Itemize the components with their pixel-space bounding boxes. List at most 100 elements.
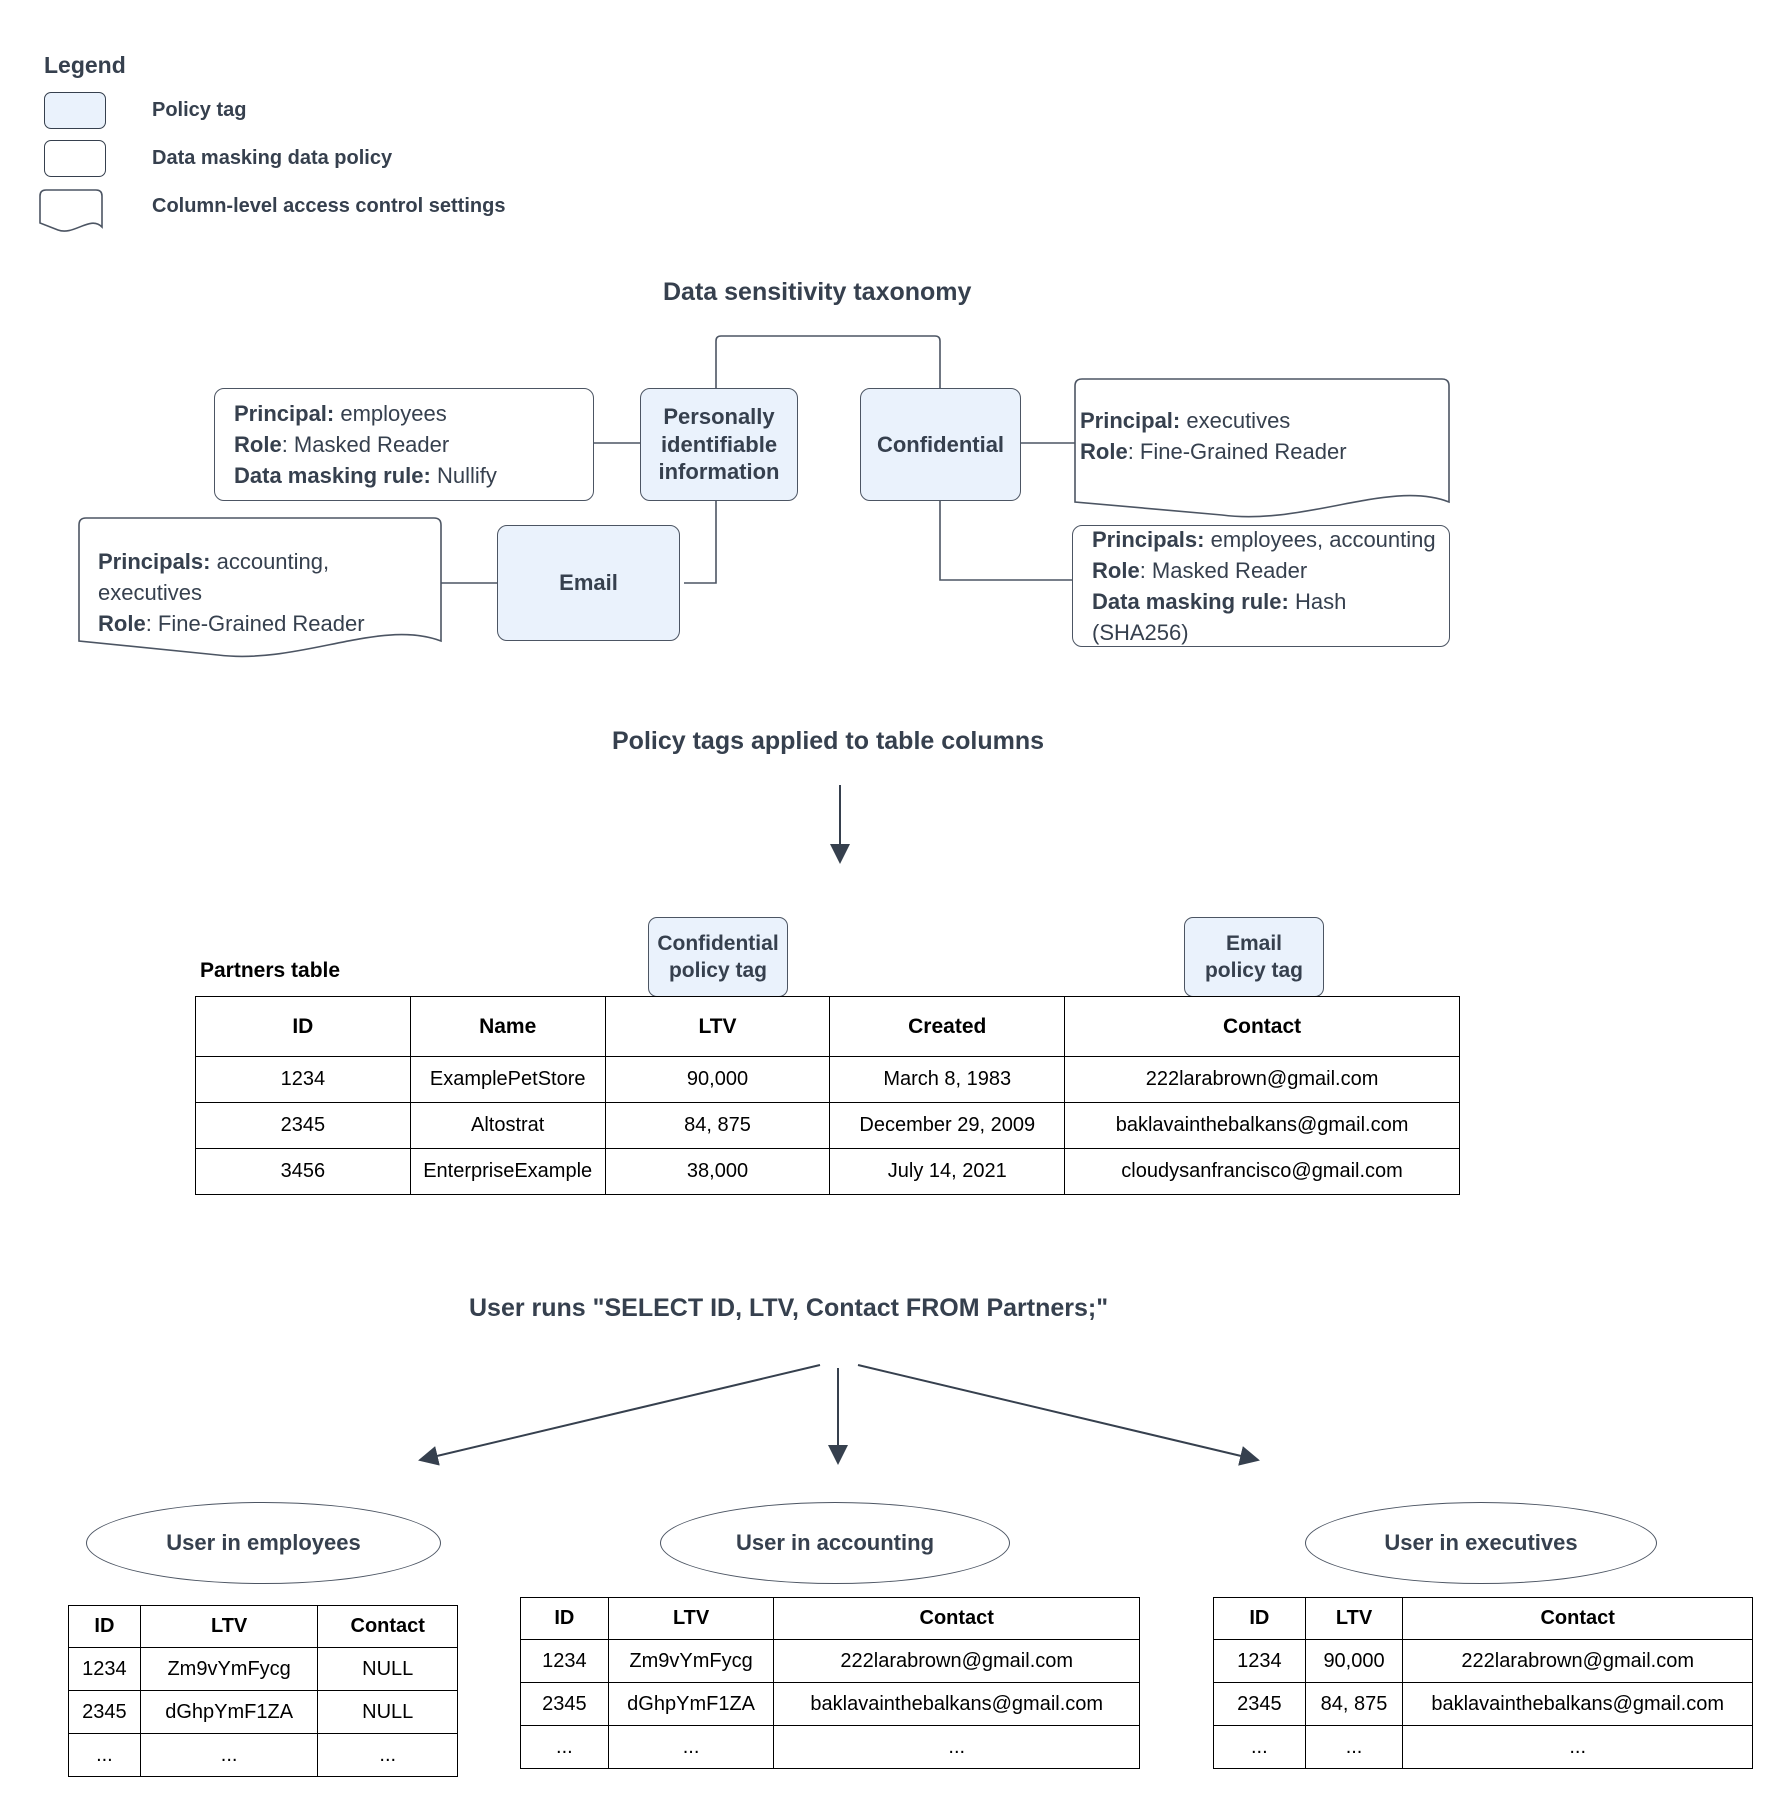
table-row: ... ... ... <box>520 1725 1140 1769</box>
taxonomy-section-title: Data sensitivity taxonomy <box>663 278 972 306</box>
column-header-ltv: LTV <box>1304 1597 1404 1640</box>
cell-contact: ... <box>317 1733 458 1777</box>
column-header-contact: Contact <box>1064 996 1460 1057</box>
policy-tag-pii[interactable]: Personally identifiable information <box>640 388 798 501</box>
cell-name: Altostrat <box>409 1102 606 1149</box>
cell-id: 2345 <box>1213 1682 1306 1726</box>
policy-box-confidential-access: Principal: executives Role: Fine-Grained… <box>1080 405 1440 467</box>
cell-contact: baklavainthebalkans@gmail.com <box>1402 1682 1753 1726</box>
callout-text: Email policy tag <box>1204 931 1304 982</box>
cell-contact: ... <box>773 1725 1140 1769</box>
cell-id: 1234 <box>1213 1639 1306 1683</box>
policy-tag-label: Confidential <box>876 431 1005 457</box>
cell-name: EnterpriseExample <box>409 1148 606 1195</box>
policy-box-text: Principals: employees, accounting Role: … <box>1092 524 1449 649</box>
policy-box-text: Principal: employees Role: Masked Reader… <box>234 398 497 492</box>
cell-contact: cloudysanfrancisco@gmail.com <box>1064 1148 1460 1195</box>
policy-tag-email[interactable]: Email <box>497 525 680 641</box>
table-row: 3456 EnterpriseExample 38,000 July 14, 2… <box>195 1148 1460 1195</box>
table-row: 1234 Zm9vYmFycg NULL <box>68 1647 458 1691</box>
applied-section-title: Policy tags applied to table columns <box>612 727 1045 755</box>
column-header-id: ID <box>195 996 411 1057</box>
policy-box-email-access: Principals: accounting, executives Role:… <box>98 546 428 640</box>
query-section-title: User runs "SELECT ID, LTV, Contact FROM … <box>469 1294 1109 1322</box>
table-row: ... ... ... <box>1213 1725 1753 1769</box>
cell-contact: ... <box>1402 1725 1753 1769</box>
cell-created: July 14, 2021 <box>829 1148 1066 1195</box>
cell-contact: baklavainthebalkans@gmail.com <box>1064 1102 1460 1149</box>
cell-ltv: dGhpYmF1ZA <box>139 1690 319 1734</box>
policy-key: Principals: <box>1092 526 1205 552</box>
table-row: 2345 Altostrat 84, 875 December 29, 2009… <box>195 1102 1460 1149</box>
table-header-row: ID LTV Contact <box>1213 1597 1753 1640</box>
user-node-label: User in accounting <box>735 1530 935 1555</box>
cell-created: December 29, 2009 <box>829 1102 1066 1149</box>
column-header-ltv: LTV <box>604 996 831 1057</box>
cell-id: 2345 <box>68 1690 141 1734</box>
cell-id: 1234 <box>520 1639 609 1683</box>
access-control-swatch <box>44 188 106 225</box>
policy-value: : Masked Reader <box>1139 557 1308 583</box>
column-header-id: ID <box>1213 1597 1306 1640</box>
table-row: 1234 Zm9vYmFycg 222larabrown@gmail.com <box>520 1639 1140 1683</box>
legend-title: Legend <box>44 52 126 78</box>
column-header-contact: Contact <box>317 1605 458 1648</box>
legend-item-access-control: Column-level access control settings <box>44 184 505 228</box>
policy-value: Hash (SHA256) <box>1092 589 1347 646</box>
table-row: ... ... ... <box>68 1733 458 1777</box>
policy-key: Principals: <box>98 549 211 574</box>
cell-id: 3456 <box>195 1148 411 1195</box>
cell-ltv: ... <box>1304 1725 1404 1769</box>
cell-ltv: ... <box>607 1725 775 1769</box>
cell-ltv: 38,000 <box>604 1148 831 1195</box>
policy-tag-confidential[interactable]: Confidential <box>860 388 1021 501</box>
user-node-executives[interactable]: User in executives <box>1305 1502 1657 1584</box>
cell-id: ... <box>520 1725 609 1769</box>
result-table-executives: ID LTV Contact 1234 90,000 222larabrown@… <box>1213 1597 1753 1769</box>
column-header-ltv: LTV <box>607 1597 775 1640</box>
policy-key: Role <box>98 611 146 637</box>
cell-id: 2345 <box>520 1682 609 1726</box>
policy-value: : Masked Reader <box>281 431 450 457</box>
user-node-accounting[interactable]: User in accounting <box>660 1502 1010 1584</box>
cell-id: 1234 <box>68 1647 141 1691</box>
policy-value: : Fine-Grained Reader <box>145 611 365 637</box>
column-header-id: ID <box>520 1597 609 1640</box>
table-header-row: ID LTV Contact <box>68 1605 458 1648</box>
cell-created: March 8, 1983 <box>829 1056 1066 1103</box>
confidential-policy-tag-callout[interactable]: Confidential policy tag <box>648 917 788 997</box>
legend-item-label: Column-level access control settings <box>152 194 506 217</box>
policy-key: Data masking rule: <box>1092 589 1289 614</box>
policy-tag-label: Personally identifiable information <box>658 403 780 485</box>
policy-key: Data masking rule: <box>234 463 431 489</box>
cell-id: ... <box>68 1733 141 1777</box>
table-row: 1234 90,000 222larabrown@gmail.com <box>1213 1639 1753 1683</box>
policy-box-pii-masking: Principal: employees Role: Masked Reader… <box>214 388 594 501</box>
policy-value: executives <box>1180 408 1291 433</box>
cell-ltv: 90,000 <box>1304 1639 1404 1683</box>
column-header-created: Created <box>829 996 1066 1057</box>
cell-ltv: ... <box>139 1733 319 1777</box>
legend-item-label: Data masking data policy <box>152 146 393 169</box>
cell-id: ... <box>1213 1725 1306 1769</box>
table-row: 2345 dGhpYmF1ZA baklavainthebalkans@gmai… <box>520 1682 1140 1726</box>
policy-value: Nullify <box>430 463 497 489</box>
cell-ltv: 84, 875 <box>1304 1682 1404 1726</box>
user-node-employees[interactable]: User in employees <box>86 1502 441 1584</box>
policy-key: Role <box>1080 439 1128 465</box>
partners-table: ID Name LTV Created Contact 1234 Example… <box>195 996 1460 1195</box>
policy-key: Principal: <box>1080 408 1181 433</box>
table-row: 1234 ExamplePetStore 90,000 March 8, 198… <box>195 1056 1460 1103</box>
cell-contact: 222larabrown@gmail.com <box>1402 1639 1753 1683</box>
user-node-label: User in executives <box>1384 1530 1578 1555</box>
cell-ltv: 84, 875 <box>604 1102 831 1149</box>
result-table-accounting: ID LTV Contact 1234 Zm9vYmFycg 222larabr… <box>520 1597 1140 1769</box>
email-policy-tag-callout[interactable]: Email policy tag <box>1184 917 1324 997</box>
legend-item-policy-tag: Policy tag <box>44 88 505 132</box>
result-table-employees: ID LTV Contact 1234 Zm9vYmFycg NULL 2345… <box>68 1605 458 1777</box>
policy-tag-swatch <box>44 91 106 129</box>
table-row: 2345 dGhpYmF1ZA NULL <box>68 1690 458 1734</box>
policy-key: Role <box>234 431 282 457</box>
data-policy-swatch <box>44 139 106 177</box>
user-node-label: User in employees <box>166 1530 361 1555</box>
